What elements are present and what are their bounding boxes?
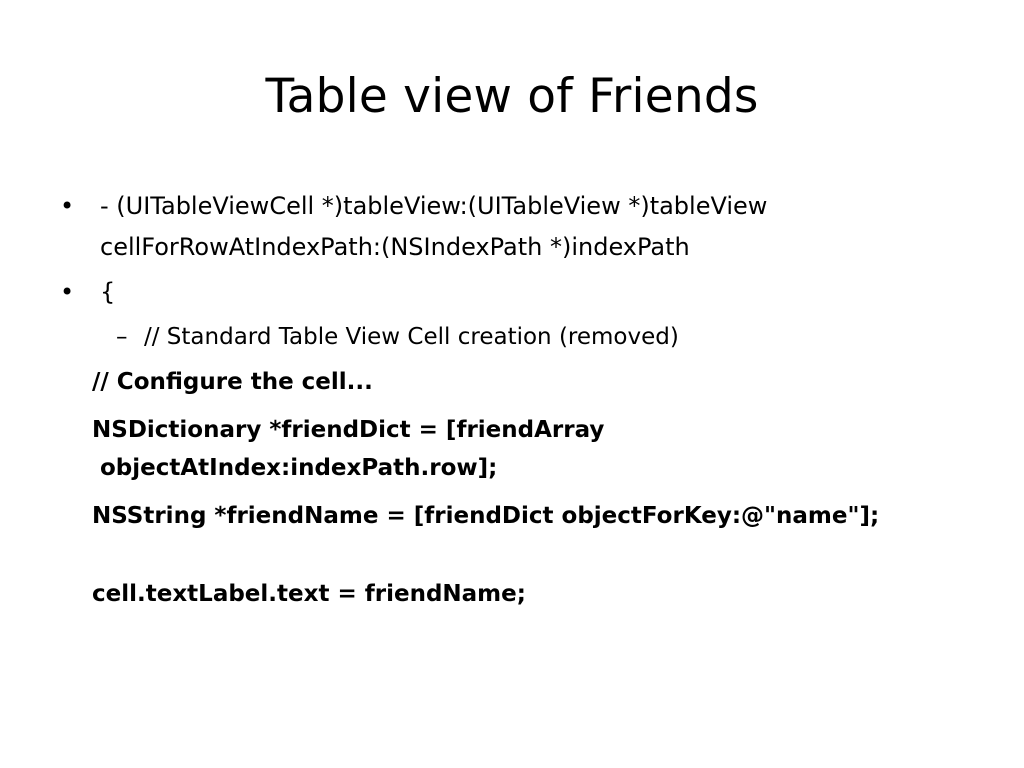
bullet-text-line: cellForRowAtIndexPath:(NSIndexPath *)ind… <box>100 233 690 261</box>
code-line-dictionary: NSDictionary *friendDict = [friendArray … <box>56 411 976 487</box>
code-line-friend-name: NSString *friendName = [friendDict objec… <box>92 503 880 529</box>
bullet-icon: • <box>60 278 75 306</box>
bullet-open-brace: • { <box>56 272 976 313</box>
code-line-continuation: objectAtIndex:indexPath.row]; <box>100 455 498 481</box>
code-line-comment: // Configure the cell... <box>92 369 373 395</box>
slide-content: • - (UITableViewCell *)tableView:(UITabl… <box>56 186 976 623</box>
code-line-text: NSDictionary *friendDict = [friendArray <box>92 417 605 443</box>
bullet-text-line: - (UITableViewCell *)tableView:(UITableV… <box>100 192 768 220</box>
bullet-method-signature: • - (UITableViewCell *)tableView:(UITabl… <box>56 186 976 268</box>
sub-bullet-comment: – // Standard Table View Cell creation (… <box>56 317 976 357</box>
slide-title: Table view of Friends <box>265 69 759 124</box>
sub-bullet-text: // Standard Table View Cell creation (re… <box>144 324 679 350</box>
bullet-text-line: { <box>100 278 116 306</box>
dash-icon: – <box>116 324 128 350</box>
code-line-text-label: cell.textLabel.text = friendName; <box>92 581 526 607</box>
bullet-icon: • <box>60 192 75 220</box>
